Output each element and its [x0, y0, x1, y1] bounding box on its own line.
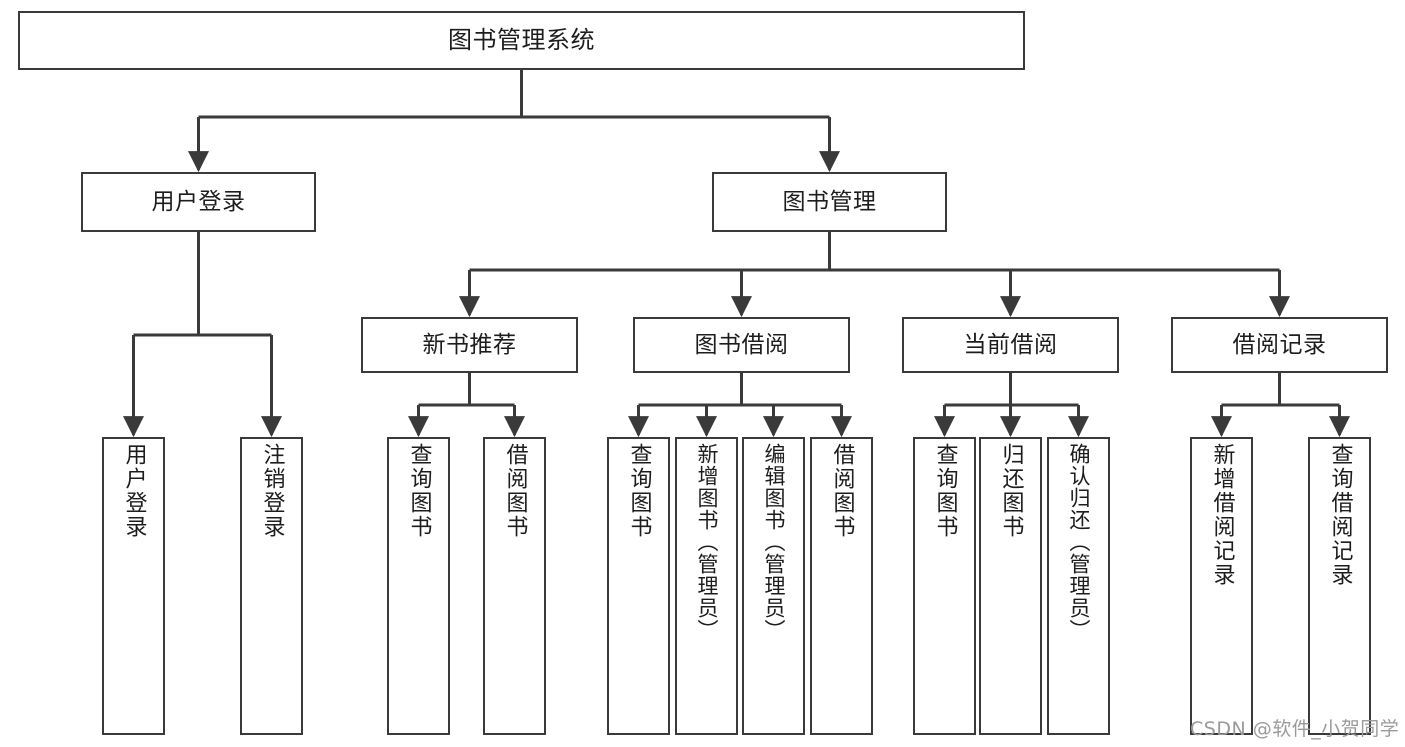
node-label: 借阅记录: [1232, 331, 1327, 358]
node-leaf-borrow-book-1: 借阅图书: [483, 437, 546, 735]
node-leaf-confirm-return: 确认归还（管理员）: [1047, 437, 1110, 735]
node-label: 归还图书: [998, 443, 1024, 539]
node-leaf-add-record: 新增借阅记录: [1190, 437, 1253, 735]
node-label: 图书借阅: [694, 331, 789, 358]
node-label: 借阅图书: [502, 443, 528, 539]
node-leaf-borrow-book-2: 借阅图书: [810, 437, 873, 735]
node-leaf-edit-book: 编辑图书（管理员）: [742, 437, 805, 735]
node-label: 查询图书: [626, 443, 652, 539]
node-leaf-user-login: 用户登录: [102, 437, 165, 735]
node-label: 新增借阅记录: [1209, 443, 1235, 587]
node-label: 注销登录: [259, 443, 285, 539]
node-label: 新书推荐: [422, 331, 517, 358]
node-label: 查询图书: [406, 443, 432, 539]
node-leaf-user-logout: 注销登录: [240, 437, 303, 735]
node-label: 新增图书（管理员）: [695, 443, 719, 641]
node-label: 用户登录: [121, 443, 147, 539]
node-label: 用户登录: [151, 188, 246, 215]
node-leaf-return-book: 归还图书: [979, 437, 1042, 735]
node-label: 编辑图书（管理员）: [762, 443, 786, 641]
node-label: 图书管理系统: [448, 25, 595, 54]
node-current-borrow: 当前借阅: [902, 317, 1119, 373]
node-label: 借阅图书: [829, 443, 855, 539]
node-book-borrow: 图书借阅: [633, 317, 850, 373]
node-leaf-add-book: 新增图书（管理员）: [675, 437, 738, 735]
node-new-book-recommend: 新书推荐: [361, 317, 578, 373]
node-leaf-query-book-1: 查询图书: [387, 437, 450, 735]
node-label: 当前借阅: [963, 331, 1058, 358]
node-book-manage: 图书管理: [712, 172, 947, 232]
node-leaf-query-book-2: 查询图书: [607, 437, 670, 735]
node-label: 图书管理: [782, 188, 877, 215]
node-label: 确认归还（管理员）: [1067, 443, 1091, 641]
node-label: 查询借阅记录: [1327, 443, 1353, 587]
node-leaf-query-book-3: 查询图书: [913, 437, 976, 735]
node-borrow-record: 借阅记录: [1171, 317, 1388, 373]
node-root: 图书管理系统: [18, 11, 1025, 70]
node-user-login: 用户登录: [81, 172, 316, 232]
node-leaf-query-record: 查询借阅记录: [1308, 437, 1371, 735]
node-label: 查询图书: [932, 443, 958, 539]
